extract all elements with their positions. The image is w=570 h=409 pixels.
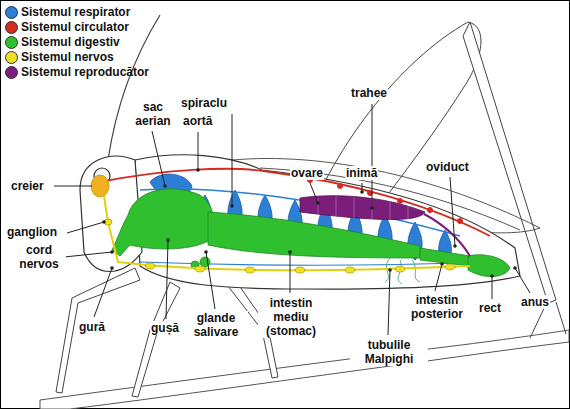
part-label: oviduct — [425, 160, 470, 174]
leader-dots-part — [110, 250, 114, 254]
leader-dots-part — [288, 250, 292, 254]
leader-lines-part — [206, 252, 215, 309]
part-label: ovare — [290, 166, 324, 180]
leader-dots-part — [102, 220, 106, 224]
leader-dots-part — [370, 206, 374, 210]
leader-lines-part — [64, 252, 112, 257]
nervous-system-part — [245, 267, 255, 273]
nervous-system-part — [91, 175, 109, 197]
leader-dots-part — [166, 238, 170, 242]
part-label: tubulile Malpighi — [350, 338, 428, 366]
nervous-system-part — [145, 263, 155, 269]
leader-dots-part — [453, 244, 457, 248]
leader-lines-part — [492, 276, 493, 299]
reproductive-system-part — [318, 196, 408, 220]
malpighian-tubules — [385, 258, 420, 284]
leader-lines-part — [515, 268, 530, 293]
part-label: anus — [520, 295, 550, 309]
leader-dots-part — [230, 204, 234, 208]
nervous-system-part — [345, 267, 355, 273]
part-label: spiraclu — [180, 96, 228, 110]
nervous-system-part — [445, 264, 455, 270]
nervous-system-part — [195, 266, 205, 272]
part-label: creier — [10, 179, 45, 193]
leader-lines-part — [232, 114, 233, 206]
part-label: gușă — [150, 321, 180, 335]
circulatory-system-part — [458, 219, 463, 224]
leader-dots-part — [360, 190, 364, 194]
legend-label: Sistemul reproducător — [21, 65, 149, 79]
leader-lines-part — [94, 268, 112, 317]
twig-part — [40, 330, 569, 409]
part-label: gură — [78, 320, 106, 334]
legend-label: Sistemul nervos — [21, 50, 114, 64]
legend-label: Sistemul circulator — [21, 20, 129, 34]
leader-dots-part — [316, 201, 320, 205]
legs-part — [56, 268, 140, 393]
leader-dots-part — [110, 266, 114, 270]
legs-part — [132, 282, 180, 397]
part-label: cord nervos — [12, 243, 66, 271]
nervous-system-part — [395, 266, 405, 272]
circulatory-system-part — [398, 199, 403, 204]
circulatory-system-part — [338, 184, 343, 189]
legend-label: Sistemul digestiv — [21, 35, 120, 49]
leader-dots-part — [196, 168, 200, 172]
reproductive-system-part — [424, 214, 470, 256]
leader-lines-part — [166, 240, 168, 319]
part-label: sac aerian — [128, 100, 178, 128]
leader-dots-part — [388, 268, 392, 272]
legend-swatch — [5, 66, 18, 79]
part-label: aortă — [182, 114, 213, 128]
digestive-system-part — [468, 255, 510, 277]
leader-lines-part — [54, 186, 92, 187]
nervous-system — [91, 175, 470, 273]
malpighian-tubules-part — [385, 258, 420, 284]
legend-swatch — [5, 6, 18, 19]
leader-dots-part — [204, 250, 208, 254]
nervous-system-part — [104, 196, 470, 270]
legend-label: Sistemul respirator — [21, 5, 130, 19]
leader-lines-part — [290, 252, 291, 293]
leader-dots-part — [163, 184, 167, 188]
part-label: trahee — [350, 86, 388, 100]
part-label: inimă — [345, 166, 378, 180]
leader-dots — [102, 168, 517, 278]
twig — [40, 330, 569, 409]
legend-swatch — [5, 36, 18, 49]
leader-lines-part — [198, 132, 199, 170]
circulatory-system-part — [428, 208, 433, 213]
part-label: intestin mediu (stomac) — [258, 296, 324, 338]
leader-lines-part — [310, 183, 318, 203]
leader-lines-part — [435, 264, 442, 291]
leader-dots-part — [440, 262, 444, 266]
part-label: intestin posterior — [402, 293, 472, 321]
leader-dots-part — [490, 274, 494, 278]
part-label: ganglion — [6, 225, 58, 239]
part-label: rect — [478, 301, 502, 315]
legend-swatch — [5, 21, 18, 34]
reproductive-system-part — [300, 196, 425, 220]
leader-lines-part — [152, 131, 165, 186]
digestive-system-part — [420, 248, 470, 266]
legend-swatch — [5, 51, 18, 64]
nervous-system-part — [295, 267, 305, 273]
body-outline — [80, 155, 520, 289]
digestive-system-part — [112, 189, 214, 256]
leader-dots-part — [513, 266, 517, 270]
digestive-system — [112, 189, 510, 277]
part-label: glande salivare — [184, 311, 248, 339]
leader-lines-part — [450, 177, 455, 246]
hind-leg — [300, 22, 566, 338]
leader-lines-part — [388, 270, 390, 335]
leader-lines-part — [67, 222, 104, 233]
reproductive-system — [300, 196, 470, 256]
leader-lines-part — [372, 104, 373, 208]
